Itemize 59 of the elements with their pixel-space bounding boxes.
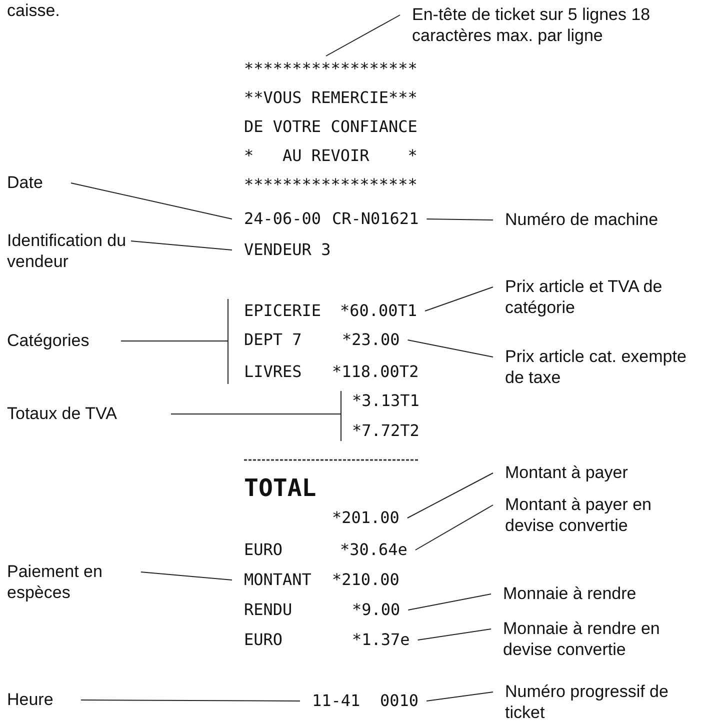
annotation-text: Paiement en espèces [7,561,137,603]
annotation-text: Heure [7,689,77,710]
annotation-text: Totaux de TVA [7,403,167,424]
annotation-text: Identification du vendeur [7,230,127,272]
annotation-text: Prix article et TVA de catégorie [505,276,695,318]
receipt-line: DE VOTRE CONFIANCE [244,116,418,138]
receipt-line: * AU REVOIR * [244,145,418,167]
receipt-amount: *23.00 [342,329,400,351]
leader-line [406,472,494,518]
receipt-text: *201.00 [332,507,400,529]
receipt-amount: *1.37e [352,629,410,651]
receipt-item: EURO [244,629,283,651]
leader-line [426,218,494,220]
receipt-amount: *30.64e [340,539,408,561]
receipt-amount: *9.00 [352,599,400,621]
leader-line [407,340,494,358]
annotation-text: Monnaie à rendre en devise convertie [503,618,698,660]
receipt-item: RENDU [244,599,292,621]
annotation-text: Numéro progressif de ticket [505,681,695,723]
receipt-item: LIVRES [244,361,302,383]
receipt-text: 24-06-00 [244,208,322,230]
total-heading: TOTAL [244,474,316,502]
receipt-item: MONTANT [244,569,312,591]
receipt-item: DEPT 7 [244,329,302,351]
annotation-text: Catégories [7,330,117,351]
leader-line [170,414,342,442]
receipt-line: ****************** [244,174,418,196]
leader-line [424,286,494,312]
leader-line [326,14,400,56]
receipt-item: EURO [244,539,283,561]
leader-line [426,692,494,702]
receipt-amount: *210.00 [332,569,400,591]
annotation-text: Montant à payer [505,462,695,483]
leader-line [417,628,492,640]
leader-line [414,504,494,550]
annotation-text: Numéro de machine [505,209,695,230]
annotation-text: Prix article cat. exempte de taxe [505,346,695,388]
receipt-text: CR-N01621 [332,208,419,230]
annotation-text: En-tête de ticket sur 5 lignes 18 caractères max. par ligne [412,4,697,46]
leader-line [80,700,300,702]
receipt-item: EPICERIE [244,300,322,322]
receipt-text: VENDEUR 3 [244,239,331,261]
leader-line [140,572,232,580]
receipt-line: **VOUS REMERCIE*** [244,87,418,109]
receipt-amount: *118.00T2 [332,361,419,383]
receipt-text: *3.13T1 [352,390,420,412]
receipt-text: 0010 [380,690,419,712]
receipt-text: *7.72T2 [352,420,420,442]
leader-line [130,240,232,250]
receipt-amount: *60.00T1 [340,300,418,322]
leader-line [120,340,228,384]
receipt-text: 11-41 [312,690,360,712]
leader-line [70,182,232,220]
annotation-text: Date [7,172,67,193]
annotation-text: Monnaie à rendre [503,583,693,604]
annotation-text: Montant à payer en devise convertie [505,494,695,536]
caption-fragment: caisse. [7,0,60,21]
receipt-line: ****************** [244,58,418,80]
leader-line [408,594,492,610]
